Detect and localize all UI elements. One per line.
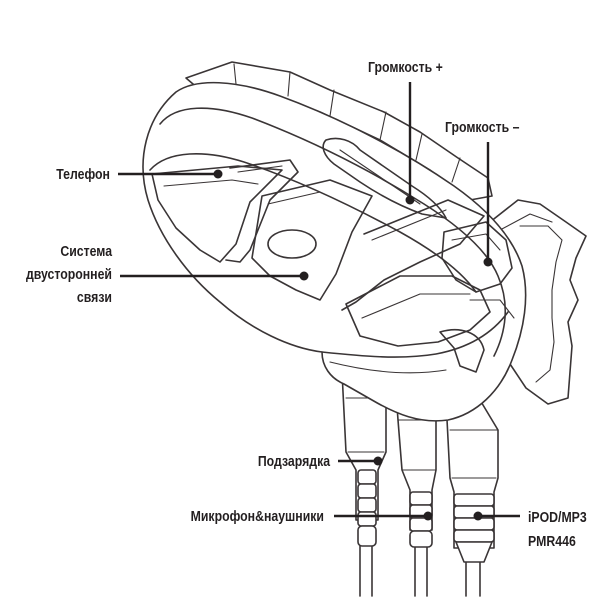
label-intercom-line2: двусторонней bbox=[26, 266, 112, 282]
label-volume-up: Громкость + bbox=[368, 59, 443, 75]
label-intercom-line1: Система bbox=[60, 243, 112, 259]
label-intercom-line3: связи bbox=[77, 289, 112, 305]
label-volume-down: Громкость – bbox=[445, 119, 520, 135]
connector-mic-headphones bbox=[395, 391, 437, 548]
label-mic-headphones: Микрофон&наушники bbox=[191, 508, 324, 524]
volume-down-button[interactable] bbox=[441, 221, 513, 293]
connector-charging bbox=[341, 371, 387, 547]
labels: Громкость + Громкость – Телефон Система … bbox=[26, 59, 587, 549]
connector-ipod bbox=[445, 399, 499, 563]
phone-button[interactable] bbox=[151, 165, 283, 263]
intercom-button[interactable] bbox=[251, 179, 373, 301]
label-phone: Телефон bbox=[56, 166, 110, 182]
label-ipod-line2: PMR446 bbox=[528, 533, 576, 549]
leader-lines bbox=[118, 82, 520, 521]
device-body bbox=[142, 61, 587, 422]
volume-up-button[interactable] bbox=[322, 137, 447, 219]
label-ipod-line1: iPOD/MP3 bbox=[528, 509, 587, 525]
cables bbox=[359, 544, 481, 597]
label-charging: Подзарядка bbox=[258, 453, 331, 469]
